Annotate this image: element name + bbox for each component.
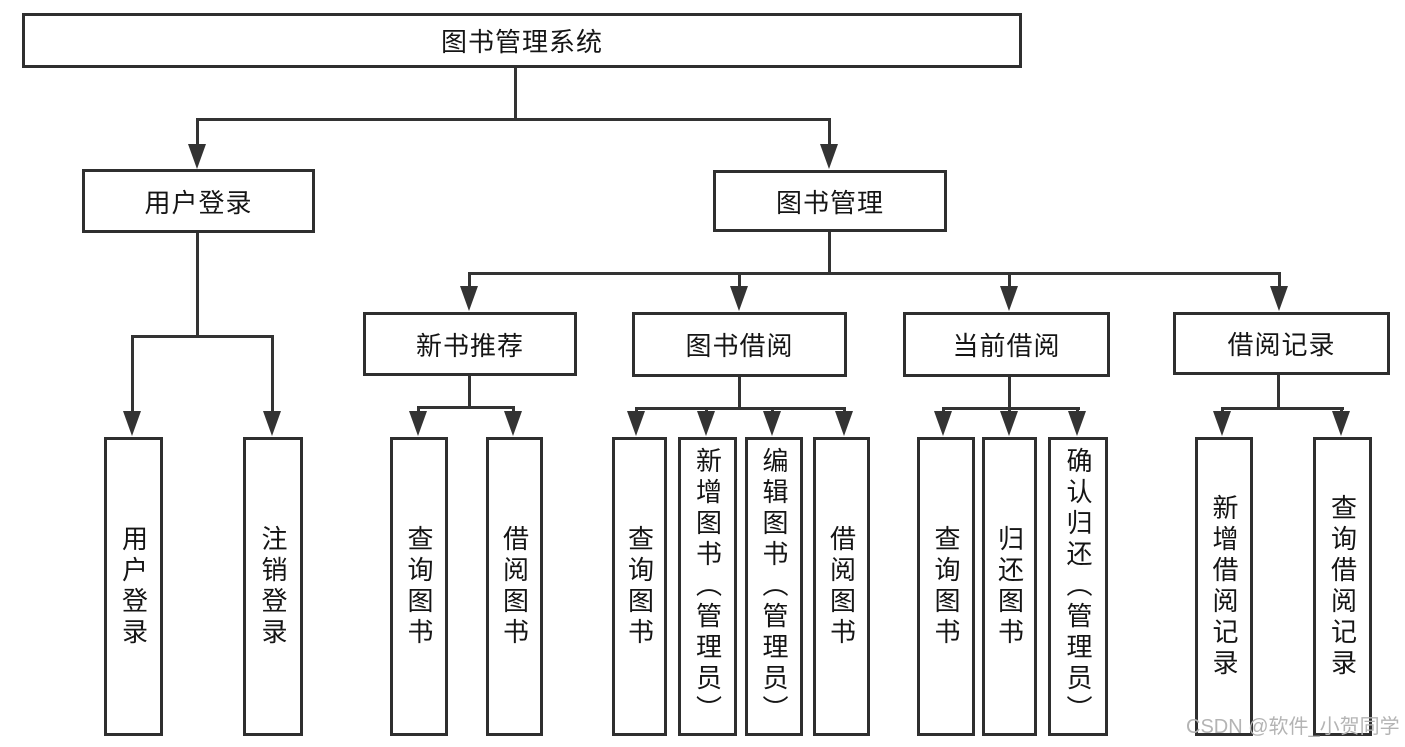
watermark-text: CSDN @软件_小贺同学 [1186,716,1400,738]
connector-stub [468,272,471,287]
arrowhead-down-icon [504,411,522,436]
connector-stub [1008,407,1011,413]
arrowhead-down-icon [460,286,478,311]
connector-stub [635,407,638,413]
leaf-current-query-books: 查询图书 [917,437,975,736]
connector-level3-rail [468,272,1281,275]
arrowhead-down-icon [1332,411,1350,436]
arrowhead-down-icon [188,144,206,169]
leaf-current-return-books: 归还图书 [982,437,1037,736]
node-book-borrow: 图书借阅 [632,312,847,377]
node-new-book-recommend: 新书推荐 [363,312,577,376]
connector-stub [738,272,741,287]
connector-stub [843,407,846,413]
arrowhead-down-icon [123,411,141,436]
connector-stub [512,406,515,413]
node-current-borrow: 当前借阅 [903,312,1110,377]
connector-stub [1278,272,1281,287]
arrowhead-down-icon [627,411,645,436]
arrowhead-down-icon [697,411,715,436]
connector-stub [271,335,274,413]
leaf-logout: 注销登录 [243,437,303,736]
connector-mgmt-trunk [828,232,831,274]
connector-rail [942,407,1080,410]
node-book-management: 图书管理 [713,170,947,232]
arrowhead-down-icon [1270,286,1288,311]
arrowhead-down-icon [263,411,281,436]
connector-stub [942,407,945,413]
connector-level2-rail [196,118,831,121]
node-root: 图书管理系统 [22,13,1022,68]
arrowhead-down-icon [1000,286,1018,311]
connector-rail [417,406,515,409]
connector-stub [771,407,774,413]
node-user-login: 用户登录 [82,169,315,233]
arrowhead-down-icon [730,286,748,311]
connector-stub [1008,272,1011,287]
leaf-borrow-edit-books-admin: 编辑图书（管理员） [745,437,803,736]
connector-trunk [738,377,741,409]
connector-stub [1076,407,1079,413]
connector-trunk [1277,375,1280,409]
leaf-borrow-add-books-admin: 新增图书（管理员） [678,437,737,736]
arrowhead-down-icon [820,144,838,169]
leaf-borrow-query-books: 查询图书 [612,437,667,736]
leaf-records-query-record: 查询借阅记录 [1313,437,1372,736]
arrowhead-down-icon [763,411,781,436]
connector-user-trunk [196,233,199,337]
leaf-recommend-query-books: 查询图书 [390,437,448,736]
connector-stub [131,335,134,413]
arrowhead-down-icon [1213,411,1231,436]
arrowhead-down-icon [409,411,427,436]
arrowhead-down-icon [934,411,952,436]
connector-root-trunk [514,68,517,120]
arrowhead-down-icon [1000,411,1018,436]
leaf-borrow-borrow-books: 借阅图书 [813,437,870,736]
node-borrow-records: 借阅记录 [1173,312,1390,375]
arrowhead-down-icon [835,411,853,436]
connector-stub [705,407,708,413]
connector-stub [1340,407,1343,413]
connector-trunk [468,376,471,408]
connector-stub [828,118,831,145]
leaf-current-confirm-return-admin: 确认归还（管理员） [1048,437,1108,736]
connector-user-rail [131,335,274,338]
leaf-recommend-borrow-books: 借阅图书 [486,437,543,736]
leaf-records-add-record: 新增借阅记录 [1195,437,1253,736]
connector-rail [1221,407,1344,410]
connector-stub [1221,407,1224,413]
connector-trunk [1008,377,1011,409]
connector-rail [635,407,846,410]
arrowhead-down-icon [1068,411,1086,436]
leaf-user-login: 用户登录 [104,437,163,736]
connector-stub [417,406,420,413]
connector-stub [196,118,199,145]
